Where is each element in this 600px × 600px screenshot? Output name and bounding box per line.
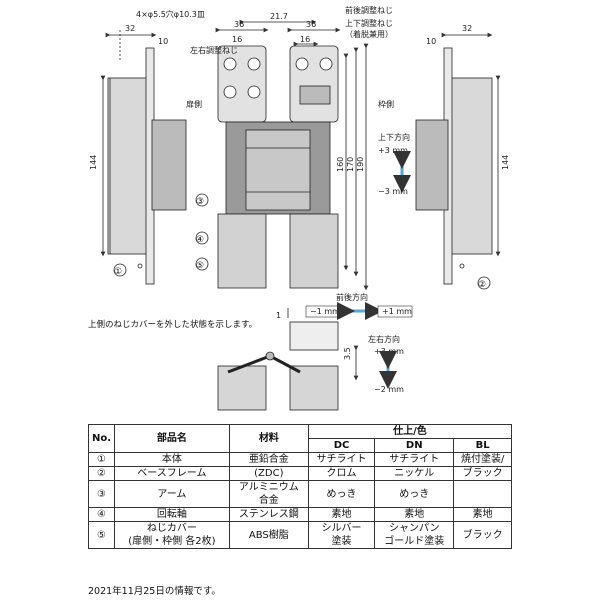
cell-no: ⑤ bbox=[87, 521, 116, 549]
label-lr-minus: −2 mm bbox=[374, 385, 404, 394]
callout-1: ① bbox=[114, 267, 122, 277]
dim-32-right: 32 bbox=[462, 24, 472, 33]
callout-5: ⑤ bbox=[196, 261, 204, 271]
label-ud-screw2: （着脱兼用） bbox=[345, 29, 393, 39]
dim-3-5: 3.5 bbox=[343, 347, 352, 360]
cell-bl: ブラック bbox=[453, 466, 512, 481]
left-side-view bbox=[100, 30, 187, 285]
callouts bbox=[113, 193, 491, 290]
callout-4: ④ bbox=[196, 235, 204, 245]
cell-dc: クロム bbox=[307, 466, 376, 481]
label-lr-dir: 左右方向 bbox=[368, 334, 400, 344]
front-view bbox=[215, 19, 369, 291]
dim-36-b: 36 bbox=[306, 20, 316, 29]
cell-mat: アルミニウム合金 bbox=[228, 480, 309, 508]
cell-part: 回転軸 bbox=[114, 507, 230, 522]
th-no: No. bbox=[87, 424, 116, 453]
table-row: ① 本体 亜鉛合金 サチライト サチライト 焼付塗装/ bbox=[87, 452, 512, 467]
table-row: ④ 回転軸 ステンレス鋼 素地 素地 素地 bbox=[87, 507, 512, 522]
cell-mat: 亜鉛合金 bbox=[228, 452, 309, 467]
cell-dn: 素地 bbox=[374, 507, 455, 522]
th-bl: BL bbox=[453, 438, 512, 453]
cell-bl: 焼付塗装/ bbox=[453, 452, 512, 467]
cell-dc: サチライト bbox=[307, 452, 376, 467]
cell-mat: ABS樹脂 bbox=[228, 521, 309, 549]
cell-dn: サチライト bbox=[374, 452, 455, 467]
dim-190: 190 bbox=[356, 157, 365, 172]
cell-dn: シャンパンゴールド塗装 bbox=[374, 521, 455, 549]
label-fb-screw: 前後調整ねじ bbox=[345, 5, 393, 15]
th-dc: DC bbox=[307, 438, 376, 453]
cell-no: ② bbox=[87, 466, 116, 481]
cell-dn-line2: ゴールド塗装 bbox=[384, 536, 445, 547]
cell-dc: 素地 bbox=[307, 507, 376, 522]
dim-10-left: 10 bbox=[158, 37, 168, 46]
label-lr-plus: +3 mm bbox=[374, 347, 404, 356]
dim-21-7: 21.7 bbox=[270, 12, 288, 21]
dim-170: 170 bbox=[346, 157, 355, 172]
dim-144-right: 144 bbox=[501, 155, 510, 170]
cell-mat: (ZDC) bbox=[228, 466, 309, 481]
right-side-view bbox=[415, 32, 501, 285]
table-row: ⑤ ねじカバー (扉側・枠側 各2枚) ABS樹脂 シルバー塗装 シャンパンゴール… bbox=[87, 521, 512, 549]
th-part: 部品名 bbox=[114, 424, 230, 453]
label-door-side: 扉側 bbox=[186, 99, 202, 109]
cell-dn-line1: シャンパン bbox=[388, 523, 440, 534]
th-dn: DN bbox=[374, 438, 455, 453]
label-frame-side: 枠側 bbox=[378, 99, 394, 109]
th-finish: 仕上/色 bbox=[307, 424, 513, 439]
cell-bl: ブラック bbox=[453, 521, 512, 549]
dim-16-a: 16 bbox=[232, 35, 242, 44]
cell-mat-line2: 合金 bbox=[258, 495, 279, 506]
cell-bl: 素地 bbox=[453, 507, 512, 522]
cell-part-line2: (扉側・枠側 各2枚) bbox=[128, 536, 216, 547]
dim-160: 160 bbox=[336, 157, 345, 172]
callout-2: ② bbox=[478, 280, 486, 290]
cell-part: ねじカバー (扉側・枠側 各2枚) bbox=[114, 521, 230, 549]
cell-mat: ステンレス鋼 bbox=[228, 507, 309, 522]
dim-32-left: 32 bbox=[125, 24, 135, 33]
cell-no: ④ bbox=[87, 507, 116, 522]
cell-dc-line2: 塗装 bbox=[331, 536, 352, 547]
label-up-3mm: +3 mm bbox=[378, 146, 408, 155]
cell-part-line1: ねじカバー bbox=[146, 523, 197, 534]
dim-1: 1 bbox=[276, 311, 281, 320]
cell-bl bbox=[453, 480, 512, 508]
cell-dn: ニッケル bbox=[374, 466, 455, 481]
cell-no: ③ bbox=[87, 480, 116, 508]
label-fb-plus: +1 mm bbox=[382, 307, 412, 316]
plan-view bbox=[217, 308, 359, 411]
dim-36-a: 36 bbox=[234, 20, 244, 29]
note-text: 上側のねじカバーを外した状態を示します。 bbox=[88, 320, 258, 330]
cell-no: ① bbox=[87, 452, 116, 467]
cell-part: 本体 bbox=[114, 452, 230, 467]
table-row: ③ アーム アルミニウム合金 めっき めっき bbox=[87, 480, 512, 508]
label-lr-screw: 左右調整ねじ bbox=[190, 45, 238, 55]
label-down-3mm: −3 mm bbox=[378, 187, 408, 196]
cell-dc-line1: シルバー bbox=[321, 523, 362, 534]
cell-part: ベースフレーム bbox=[114, 466, 230, 481]
dim-10-right: 10 bbox=[426, 37, 436, 46]
spec-table: No. 部品名 材料 仕上/色 DC DN BL ① 本体 亜鉛合金 サチライト… bbox=[87, 424, 513, 549]
label-ud-screw: 上下調整ねじ bbox=[345, 18, 393, 28]
cell-part: アーム bbox=[114, 480, 230, 508]
dim-16-b: 16 bbox=[300, 35, 310, 44]
cell-dc: シルバー塗装 bbox=[307, 521, 376, 549]
th-mat: 材料 bbox=[228, 424, 309, 453]
label-fb-dir: 前後方向 bbox=[336, 292, 368, 302]
dim-144-left: 144 bbox=[89, 155, 98, 170]
label-fb-minus: −1 mm bbox=[310, 307, 340, 316]
footer-note: 2021年11月25日の情報です。 bbox=[88, 586, 221, 597]
label-updown-dir: 上下方向 bbox=[378, 132, 410, 142]
cell-dc: めっき bbox=[307, 480, 376, 508]
cell-dn: めっき bbox=[374, 480, 455, 508]
hinge-drawing: 32 10 144 32 10 144 4×φ5.5穴φ10.3皿 36 21 bbox=[89, 5, 510, 411]
cell-mat-line1: アルミニウム bbox=[238, 482, 299, 493]
hole-spec: 4×φ5.5穴φ10.3皿 bbox=[136, 9, 205, 19]
table-row: ② ベースフレーム (ZDC) クロム ニッケル ブラック bbox=[87, 466, 512, 481]
callout-3: ③ bbox=[196, 197, 204, 207]
